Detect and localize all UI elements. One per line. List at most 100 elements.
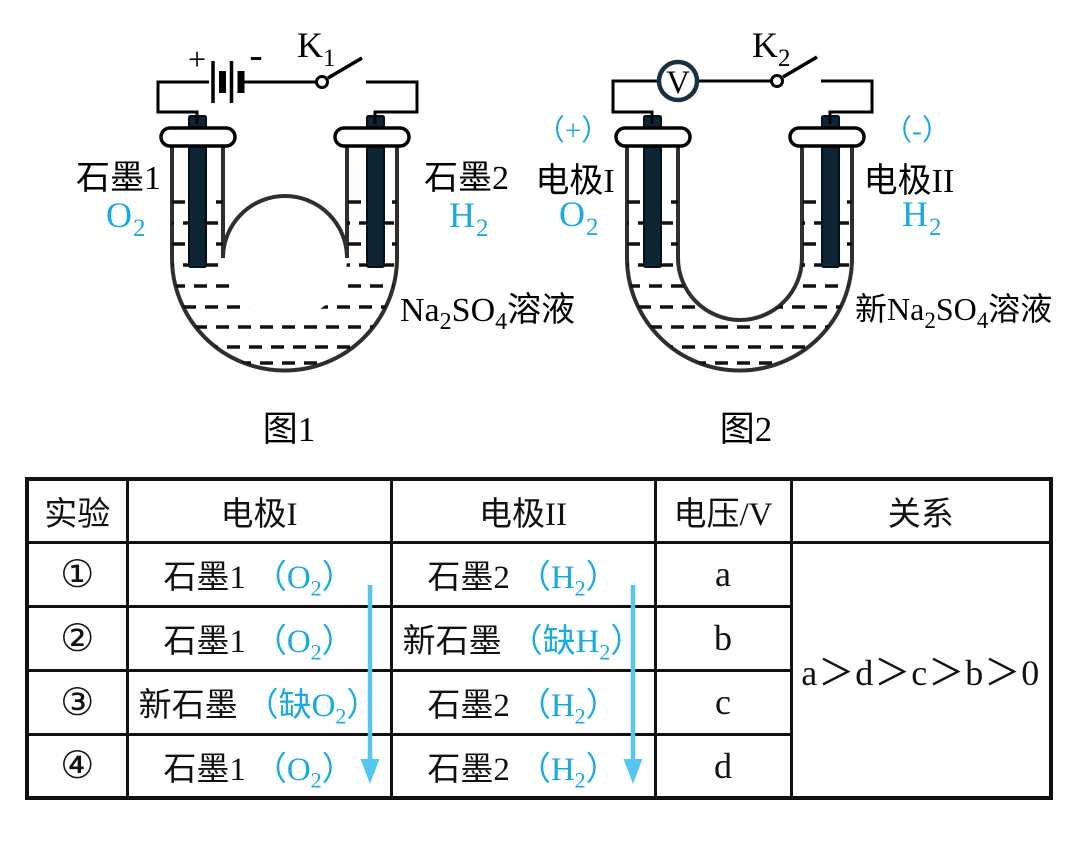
- voltage-value: c: [653, 668, 793, 736]
- solution-sub4: 4: [495, 309, 507, 335]
- experiment-number: ①: [25, 540, 129, 608]
- switch-k1-label: K: [297, 25, 323, 65]
- electrode-name: 石墨2: [427, 560, 510, 596]
- header-electrode2: 电极II: [389, 477, 657, 544]
- wire-left: [156, 80, 209, 124]
- paren-open: （: [517, 560, 551, 596]
- u-tube-inner-wall: [676, 143, 804, 322]
- paren-open: （: [517, 688, 551, 724]
- electrode2-label: 电极II: [864, 162, 955, 200]
- experiment-results-table: 实验 电极I 电极II 电压/V 关系 ① 石墨1（O2） 石墨2（H2） a …: [25, 477, 1053, 800]
- relation-cell: a＞d＞c＞b＞0: [789, 540, 1053, 800]
- gas-symbol: H: [550, 560, 575, 596]
- table-row: ④ 石墨1（O2） 石墨2（H2） d: [25, 732, 1051, 800]
- oxygen-gas-label: O: [106, 195, 132, 235]
- hydrogen-gas-label: H: [902, 194, 928, 234]
- gas-subscript: 2: [574, 767, 586, 793]
- oxygen-gas-subscript: 2: [133, 215, 146, 242]
- battery-minus-label: -: [249, 32, 262, 77]
- solution-suffix: 溶液: [507, 291, 575, 329]
- gas-subscript: 2: [310, 575, 322, 601]
- paren-open: （: [253, 560, 287, 596]
- switch-k2-label: K: [752, 25, 778, 65]
- header-relation: 关系: [789, 477, 1053, 544]
- electrode2-cell: 新石墨（缺H2）: [389, 604, 657, 672]
- gas-annotation: （H2）: [517, 688, 619, 727]
- left-stopper-cap: [159, 126, 237, 148]
- gas-symbol: O: [286, 624, 311, 660]
- gas-subscript: 2: [574, 575, 586, 601]
- battery-plus-label: +: [188, 41, 206, 77]
- electrode2-cell: 石墨2（H2）: [389, 732, 657, 800]
- figure1-caption: 图1: [263, 410, 316, 449]
- gas-subscript: 2: [599, 639, 611, 665]
- switch-k2-subscript: 2: [778, 45, 791, 72]
- electrode1-cell: 石墨1（O2）: [125, 604, 393, 672]
- electrode1-label: 电极I: [535, 162, 614, 200]
- switch-k1-subscript: 1: [323, 45, 336, 72]
- voltage-value: d: [653, 732, 793, 800]
- gas-prefix: 缺: [278, 688, 312, 724]
- gas-subscript: 2: [574, 703, 586, 729]
- u-tube-outer-wall: [170, 143, 399, 373]
- header-electrode1: 电极I: [125, 477, 393, 544]
- gas-symbol: O: [286, 751, 311, 788]
- electrode-name: 石墨2: [427, 688, 510, 724]
- polarity-negative-label: （-）: [883, 115, 951, 147]
- graphite2-label: 石墨2: [424, 160, 509, 197]
- header-voltage: 电压/V: [653, 477, 793, 544]
- electrode1-cell: 新石墨（缺O2）: [125, 668, 393, 736]
- switch-k2-icon: [770, 55, 818, 88]
- electrode-name: 新石墨: [138, 688, 238, 724]
- electrode-name: 石墨1: [163, 560, 246, 596]
- u-tube-outer-wall: [625, 143, 854, 373]
- paren-open: （: [245, 688, 279, 724]
- electrode-name: 石墨1: [163, 751, 246, 788]
- paren-close: ）: [321, 560, 355, 596]
- gas-symbol: H: [575, 624, 600, 660]
- paren-close: ）: [585, 751, 619, 788]
- gas-annotation: （H2）: [517, 560, 619, 599]
- voltage-value: b: [653, 604, 793, 672]
- experiment-number: ②: [25, 604, 129, 672]
- switch-k1-icon: [315, 56, 363, 89]
- solution-so: SO: [452, 292, 495, 329]
- solution-suffix: 溶液: [988, 291, 1052, 327]
- table-row: ② 石墨1（O2） 新石墨（缺H2） b: [25, 604, 1051, 672]
- solution-label: Na2SO4溶液: [400, 291, 575, 335]
- gas-annotation: （缺H2）: [509, 624, 644, 663]
- paren-close: ）: [346, 688, 380, 724]
- solution-so: SO: [936, 291, 977, 327]
- wire-left: [611, 79, 659, 124]
- experiment-number: ④: [25, 732, 129, 800]
- electrode2-cell: 石墨2（H2）: [389, 668, 657, 736]
- paren-close: ）: [321, 751, 355, 788]
- oxygen-gas-label: O: [559, 194, 585, 234]
- hydrogen-gas-subscript: 2: [476, 215, 489, 242]
- hydrogen-gas-subscript: 2: [929, 214, 942, 241]
- battery-icon: [211, 61, 245, 103]
- paren-close: ）: [321, 624, 355, 660]
- electrode-name: 石墨2: [427, 751, 510, 788]
- gas-subscript: 2: [310, 639, 322, 665]
- electrode1-cell: 石墨1（O2）: [125, 732, 393, 800]
- experiment-number: ③: [25, 668, 129, 736]
- gas-annotation: （缺O2）: [245, 688, 380, 727]
- u-tube-inner-wall: [221, 143, 349, 259]
- gas-symbol: H: [550, 751, 575, 788]
- paren-open: （: [509, 624, 543, 660]
- wire-right: [366, 80, 419, 124]
- electrode1-cell: 石墨1（O2）: [125, 540, 393, 608]
- wire-right: [821, 79, 874, 124]
- table-row: ③ 新石墨（缺O2） 石墨2（H2） c: [25, 668, 1051, 736]
- electrolysis-diagrams: + - K 1 石墨1 O 2 石墨2 H 2 Na2SO4溶液 图1: [76, 25, 1052, 449]
- electrode-name: 新石墨: [402, 624, 502, 660]
- gas-subscript: 2: [310, 767, 322, 793]
- paren-open: （: [253, 751, 287, 788]
- gas-annotation: （O2）: [254, 624, 355, 663]
- voltmeter-v-label: V: [666, 65, 690, 101]
- voltmeter-icon: [656, 59, 700, 103]
- paren-close: ）: [585, 560, 619, 596]
- gas-symbol: H: [550, 688, 575, 724]
